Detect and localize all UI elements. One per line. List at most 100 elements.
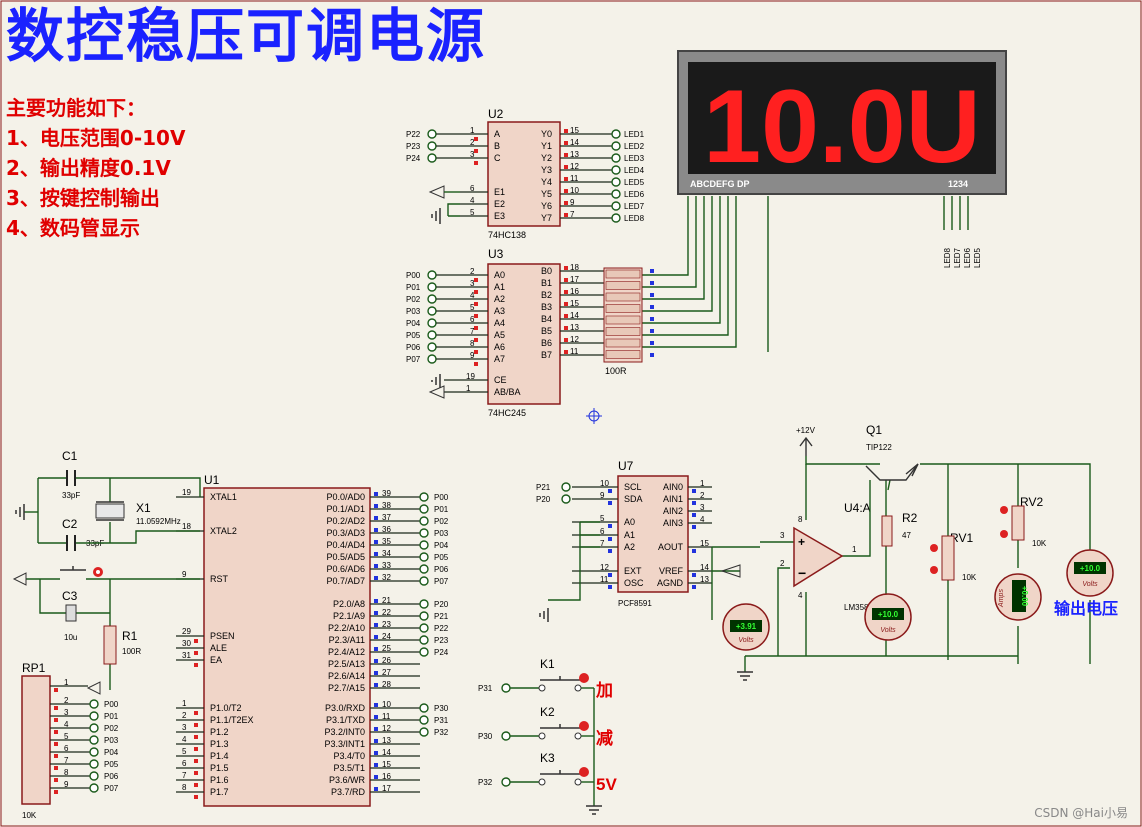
pin-name: P1.4 — [210, 751, 229, 761]
pin-number: 26 — [382, 656, 391, 665]
net-terminal[interactable] — [611, 177, 621, 187]
net-label: P03 — [104, 736, 119, 745]
net-terminal[interactable] — [419, 635, 429, 645]
net-label: LED2 — [624, 142, 645, 151]
pin-number: 15 — [382, 760, 391, 769]
net-terminal[interactable] — [611, 201, 621, 211]
pin-name: P0.6/AD6 — [326, 564, 365, 574]
pin-name: P3.2/INT0 — [324, 727, 365, 737]
net-terminal[interactable] — [89, 771, 99, 781]
pin-number: 9 — [470, 351, 475, 360]
led-label: LED5 — [973, 247, 982, 268]
pin-name: A2 — [494, 294, 505, 304]
seven-segment-display[interactable]: 10.0U ABCDEFG DP 1234 — [677, 50, 1007, 195]
pin-number: 7 — [64, 756, 69, 765]
net-terminal[interactable] — [419, 516, 429, 526]
net-terminal[interactable] — [419, 552, 429, 562]
pin-marker — [650, 341, 654, 345]
r1-value: 100R — [122, 647, 141, 656]
display-digit-labels: 1234 — [948, 179, 968, 189]
net-terminal[interactable] — [419, 715, 429, 725]
pin-number: 2 — [182, 711, 187, 720]
pin-name: P1.3 — [210, 739, 229, 749]
net-terminal[interactable] — [89, 723, 99, 733]
reset-button-icon — [60, 566, 86, 571]
net-terminal[interactable] — [419, 540, 429, 550]
net-terminal[interactable] — [419, 647, 429, 657]
pin-marker — [692, 549, 696, 553]
net-terminal[interactable] — [611, 189, 621, 199]
net-terminal[interactable] — [89, 735, 99, 745]
net-label: P03 — [406, 307, 421, 316]
net-terminal[interactable] — [611, 141, 621, 151]
net-terminal[interactable] — [611, 129, 621, 139]
net-terminal[interactable] — [89, 759, 99, 769]
net-terminal[interactable] — [427, 153, 437, 163]
pin-marker — [692, 501, 696, 505]
net-terminal[interactable] — [427, 129, 437, 139]
vcc-arrow-icon — [428, 385, 445, 399]
net-terminal[interactable] — [419, 528, 429, 538]
pin-name: A1 — [624, 530, 635, 540]
pin-name: A7 — [494, 354, 505, 364]
net-terminal[interactable] — [427, 282, 437, 292]
net-terminal[interactable] — [419, 576, 429, 586]
net-terminal[interactable] — [427, 141, 437, 151]
c1-ref: C1 — [62, 449, 78, 463]
net-terminal[interactable] — [427, 342, 437, 352]
net-terminal[interactable] — [89, 747, 99, 757]
net-terminal[interactable] — [427, 306, 437, 316]
pin-name: B3 — [541, 302, 552, 312]
net-terminal[interactable] — [427, 330, 437, 340]
net-terminal[interactable] — [501, 683, 511, 693]
net-terminal[interactable] — [561, 482, 571, 492]
net-terminal[interactable] — [427, 354, 437, 364]
pin-marker — [54, 718, 58, 722]
pin-marker — [474, 338, 478, 342]
net-terminal[interactable] — [419, 492, 429, 502]
net-terminal[interactable] — [611, 153, 621, 163]
pin-marker — [564, 141, 568, 145]
net-terminal[interactable] — [419, 599, 429, 609]
pin-number: 9 — [570, 198, 575, 207]
net-terminal[interactable] — [419, 564, 429, 574]
net-terminal[interactable] — [419, 504, 429, 514]
net-terminal[interactable] — [419, 703, 429, 713]
net-terminal[interactable] — [611, 213, 621, 223]
net-terminal[interactable] — [561, 494, 571, 504]
pin-marker — [374, 599, 378, 603]
net-terminal[interactable] — [419, 611, 429, 621]
pin-name: P1.1/T2EX — [210, 715, 254, 725]
pin-number: 10 — [382, 700, 391, 709]
pin-name: C — [494, 153, 501, 163]
net-terminal[interactable] — [89, 699, 99, 709]
net-terminal[interactable] — [427, 318, 437, 328]
pin-marker — [608, 489, 612, 493]
net-terminal[interactable] — [427, 294, 437, 304]
u2-ref: U2 — [488, 107, 504, 121]
net-terminal[interactable] — [501, 777, 511, 787]
net-terminal[interactable] — [89, 783, 99, 793]
net-terminal[interactable] — [419, 727, 429, 737]
pin-name: Y5 — [541, 189, 552, 199]
net-terminal[interactable] — [427, 270, 437, 280]
pin-number: 10 — [570, 186, 579, 195]
net-label: P07 — [434, 577, 449, 586]
net-terminal[interactable] — [611, 165, 621, 175]
output-voltage-label: 输出电压 — [1054, 599, 1118, 618]
pin-number: 31 — [182, 651, 191, 660]
net-terminal[interactable] — [419, 623, 429, 633]
net-terminal[interactable] — [501, 731, 511, 741]
net-terminal[interactable] — [89, 711, 99, 721]
pin-number: 6 — [182, 759, 187, 768]
pin-number: 2 — [470, 267, 475, 276]
